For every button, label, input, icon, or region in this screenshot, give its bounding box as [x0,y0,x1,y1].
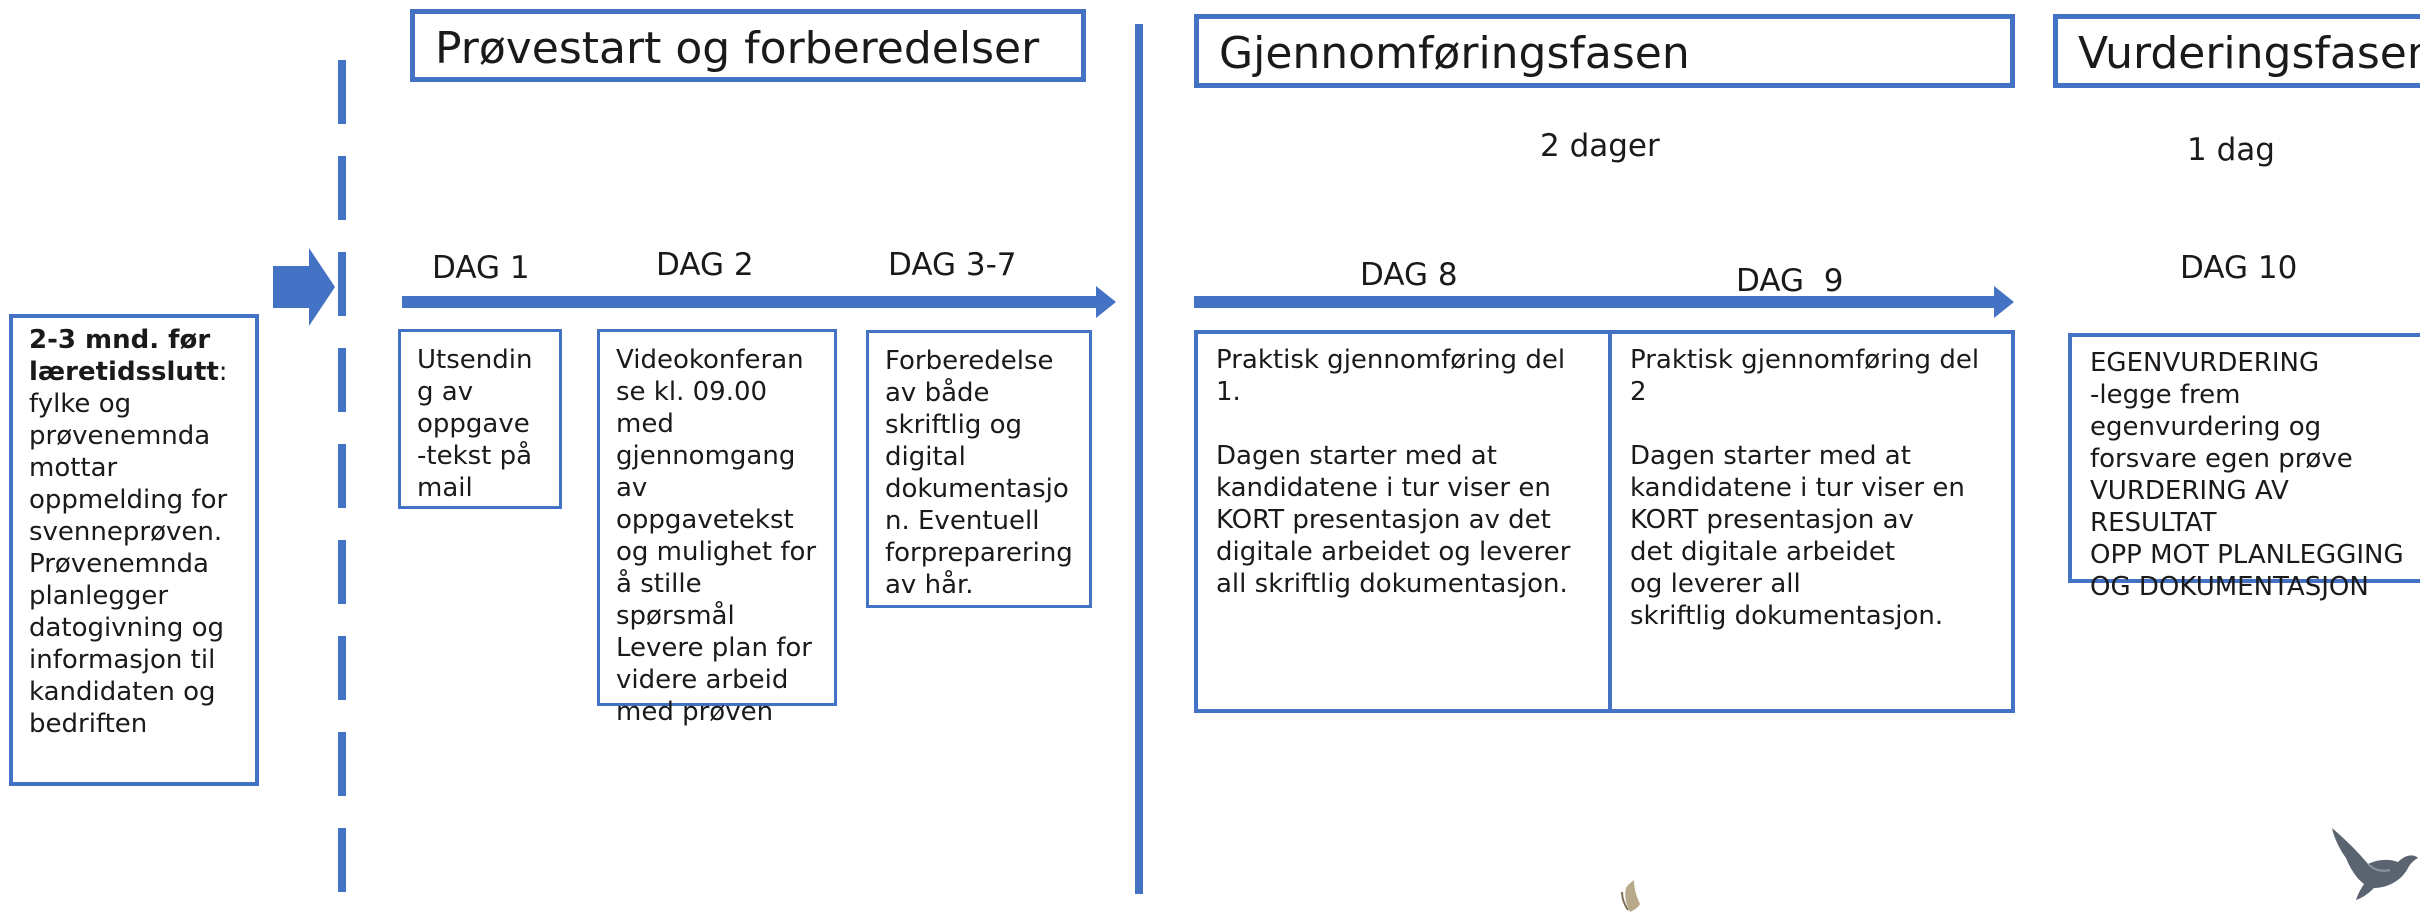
intro-arrow-icon [273,248,335,326]
intro-text: : fylke og prøvenemnda mottar oppmelding… [29,357,228,739]
day-label-3-7: DAG 3-7 [888,247,1017,283]
task-box-day8: Praktisk gjennomføring del 1. Dagen star… [1194,330,1612,713]
day-label-9: DAG 9 [1736,263,1844,299]
phase3-header: Vurderingsfasen [2053,14,2420,88]
phase2-title: Gjennomføringsfasen [1219,28,1690,79]
start-divider-dashed [338,60,346,912]
phase2-header: Gjennomføringsfasen [1194,14,2015,88]
intro-box: 2-3 mnd. før læretidsslutt: fylke og prø… [9,314,259,786]
task-box-day9: Praktisk gjennomføring del 2 Dagen start… [1608,330,2015,713]
timeline-bar-phase1 [402,296,1098,308]
task-box-day3-7: Forberedelse av både skriftlig og digita… [866,330,1092,608]
day-label-10: DAG 10 [2180,250,2298,286]
phase-divider [1135,24,1143,894]
task-box-day10: EGENVURDERING -legge frem egenvurdering … [2068,333,2420,602]
phase3-duration: 1 dag [2187,132,2275,168]
intro-text-block: 2-3 mnd. før læretidsslutt: fylke og prø… [29,324,241,740]
day-label-2: DAG 2 [656,247,754,283]
phase3-title: Vurderingsfasen [2078,28,2420,79]
phase2-duration: 2 dager [1540,128,1660,164]
task-box-day1: Utsendin g av oppgave -tekst på mail [398,329,562,509]
bird-wing-icon [1616,880,1644,912]
phase1-title: Prøvestart og forberedelser [435,23,1040,74]
task-box-day2: Videokonferan se kl. 09.00 med gjennomga… [597,329,837,727]
bird-icon [2328,824,2420,904]
phase1-header: Prøvestart og forberedelser [410,9,1086,82]
intro-bold-prefix: 2-3 mnd. før læretidsslutt [29,325,219,387]
day-label-1: DAG 1 [432,250,530,286]
timeline-arrowhead-phase1 [1096,286,1116,318]
timeline-bar-phase2 [1194,296,1996,308]
timeline-arrowhead-phase2 [1994,286,2014,318]
day-label-8: DAG 8 [1360,257,1458,293]
